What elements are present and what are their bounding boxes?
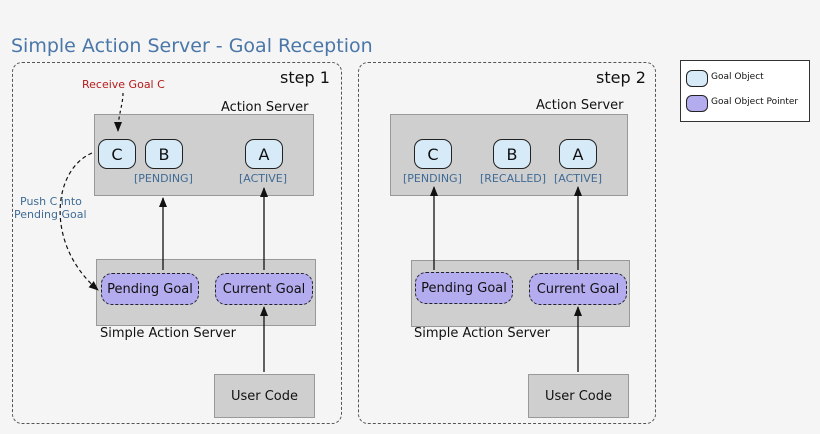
step2-panel (358, 62, 656, 424)
step1-user-code-box: User Code (214, 374, 315, 418)
step2-action-server-label: Action Server (536, 98, 624, 113)
step2-goal-b: B (493, 139, 531, 169)
step1-simple-action-server-label: Simple Action Server (100, 326, 236, 341)
step2-status-recalled: [RECALLED] (480, 172, 547, 185)
step2-user-code-box: User Code (528, 374, 629, 418)
goal-object-pointer-swatch-icon (686, 95, 708, 112)
diagram-title: Simple Action Server - Goal Reception (11, 35, 373, 57)
step1-label: step 1 (280, 68, 330, 87)
step2-simple-action-server-label: Simple Action Server (414, 326, 550, 341)
step1-status-pending: [PENDING] (134, 172, 193, 185)
step1-receive-goal-label: Receive Goal C (82, 78, 165, 91)
step1-arrow-push-c (59, 152, 99, 291)
step2-pending-goal: Pending Goal (415, 272, 513, 304)
step1-current-goal: Current Goal (215, 273, 313, 305)
step2-status-active: [ACTIVE] (554, 172, 603, 185)
step2-goal-c: C (414, 139, 452, 169)
step1-arrow-receive-goal-c (114, 92, 124, 132)
legend-goal-object-pointer: Goal Object Pointer (711, 97, 799, 107)
step1-panel (12, 62, 342, 424)
step2-goal-a: A (559, 139, 597, 169)
step2-label: step 2 (596, 68, 646, 87)
step1-goal-b: B (145, 139, 183, 169)
step1-push-label-line1: Push C into (20, 195, 82, 208)
step1-status-active: [ACTIVE] (239, 172, 288, 185)
step1-push-label-line2: Pending Goal (14, 208, 87, 221)
step2-status-pending: [PENDING] (403, 172, 462, 185)
step2-current-goal: Current Goal (529, 273, 627, 305)
goal-object-swatch-icon (686, 70, 708, 87)
step1-goal-a: A (245, 139, 283, 169)
legend-goal-object: Goal Object (711, 72, 764, 82)
step1-pending-goal: Pending Goal (101, 273, 199, 305)
legend: Goal Object Goal Object Pointer (680, 60, 810, 122)
step1-goal-c: C (98, 139, 136, 169)
step1-action-server-label: Action Server (221, 100, 309, 115)
